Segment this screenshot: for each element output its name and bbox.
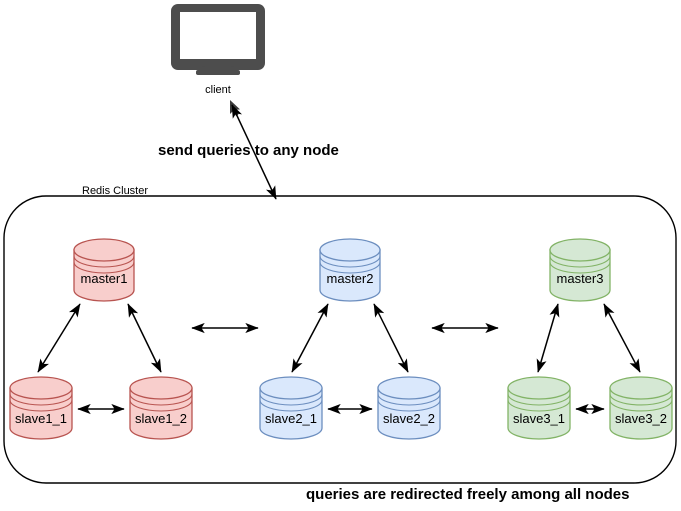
client-label: client	[205, 84, 231, 96]
node-slave2_1[interactable]	[259, 376, 323, 440]
monitor-icon	[171, 4, 265, 75]
cluster-label: Redis Cluster	[82, 185, 149, 197]
cluster-boundary	[3, 195, 677, 484]
arrow-master2-slave2_1	[291, 303, 329, 373]
arrow-master2-slave2_2	[373, 303, 409, 373]
send-queries-caption: send queries to any node	[158, 142, 339, 159]
node-master3[interactable]	[549, 238, 611, 302]
cursor-icon	[230, 100, 240, 116]
arrow-master1-slave1_2	[127, 303, 162, 373]
redirect-caption: queries are redirected freely among all …	[306, 486, 630, 503]
arrow-master1-slave1_1	[37, 303, 81, 373]
node-slave3_1[interactable]	[507, 376, 571, 440]
node-slave3_2[interactable]	[609, 376, 673, 440]
arrow-master3-slave3_1	[536, 303, 560, 373]
node-slave1_2[interactable]	[129, 376, 193, 440]
node-slave1_1[interactable]	[9, 376, 73, 440]
arrow-client-to-cluster	[231, 104, 277, 200]
node-master1[interactable]	[73, 238, 135, 302]
node-slave2_2[interactable]	[377, 376, 441, 440]
arrow-master3-slave3_2	[603, 303, 641, 373]
node-master2[interactable]	[319, 238, 381, 302]
